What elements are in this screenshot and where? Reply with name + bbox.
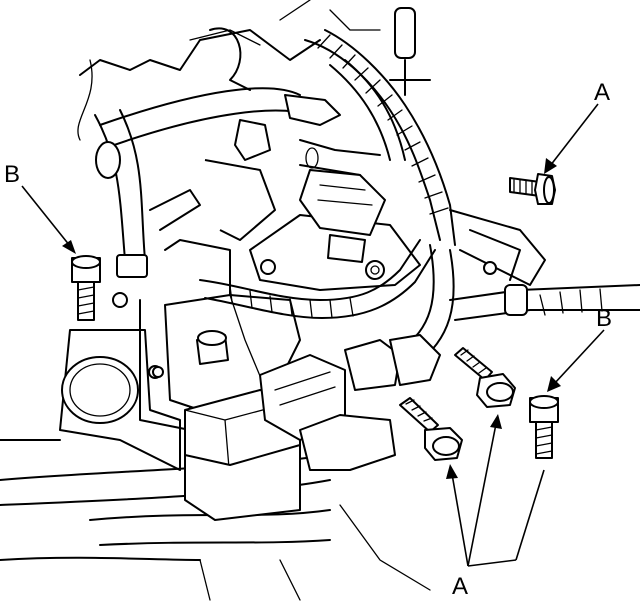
sensor-bracket <box>204 119 421 291</box>
callout-a-upper-label: A <box>594 79 610 106</box>
callout-b-left-label: B <box>4 161 20 188</box>
bolt-b-right <box>529 395 559 459</box>
bolt-a-upper <box>509 173 556 205</box>
callout-b-right: B <box>547 305 612 392</box>
bolt-a-lower-right <box>454 347 516 408</box>
wiring-harness-lower <box>199 239 640 366</box>
round-housing <box>61 292 162 424</box>
engine-block-outline <box>0 0 546 601</box>
callout-a-lower-label: A <box>452 573 468 600</box>
callout-a-lower: A <box>446 414 545 600</box>
bolt-b-left <box>71 255 101 321</box>
callout-b-right-label: B <box>596 305 612 332</box>
connector-box <box>184 334 441 521</box>
coolant-hose-left <box>94 87 311 278</box>
callout-b-left: B <box>4 161 76 254</box>
bolt-a-lower-left <box>399 397 463 461</box>
callout-a-upper: A <box>544 79 610 174</box>
